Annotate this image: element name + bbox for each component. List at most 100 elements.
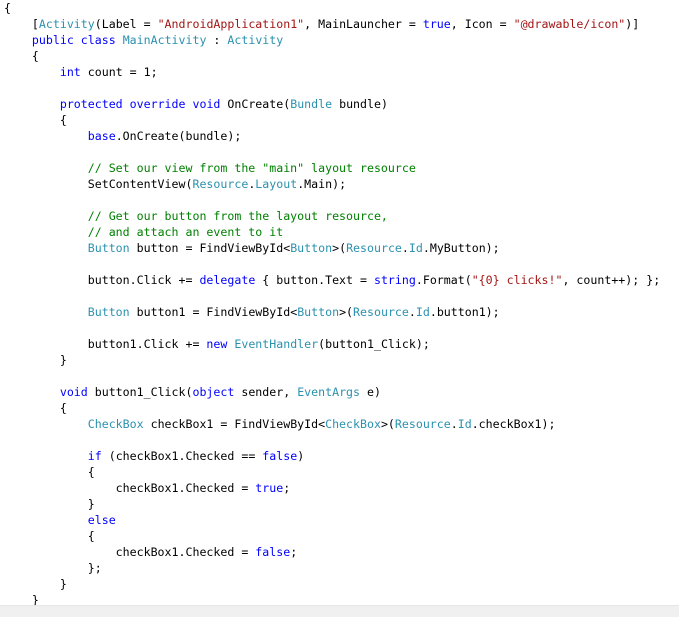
code-token-type: Layout <box>255 177 298 191</box>
code-token-type: CheckBox <box>87 417 144 431</box>
code-token-plain: }; <box>4 561 102 575</box>
code-token-plain: (button1_Click); <box>318 337 430 351</box>
code-line[interactable]: }; <box>4 560 660 576</box>
code-line[interactable]: { <box>4 112 660 128</box>
code-token-plain: . <box>408 305 416 319</box>
code-token-type: Resource <box>192 177 249 191</box>
code-line[interactable] <box>4 80 660 96</box>
code-token-plain: } <box>4 353 67 367</box>
code-token-plain: } <box>4 577 67 591</box>
code-token-kw: true <box>422 17 451 31</box>
code-token-kw: class <box>80 33 116 47</box>
code-line[interactable] <box>4 368 660 384</box>
code-token-plain <box>74 33 81 47</box>
code-token-plain <box>4 513 88 527</box>
code-line[interactable]: } <box>4 352 660 368</box>
code-token-plain: .Format( <box>415 273 472 287</box>
code-line[interactable] <box>4 432 660 448</box>
code-line[interactable]: checkBox1.Checked = false; <box>4 544 660 560</box>
code-token-kw: if <box>87 449 102 463</box>
code-token-type: EventHandler <box>234 337 319 351</box>
code-line[interactable]: // and attach an event to it <box>4 224 660 240</box>
code-line[interactable]: SetContentView(Resource.Layout.Main); <box>4 176 660 192</box>
code-token-plain: button1.Click += <box>4 337 207 351</box>
code-token-plain: button.Click += <box>4 273 200 287</box>
code-line[interactable] <box>4 192 660 208</box>
code-token-kw: override <box>129 97 186 111</box>
code-line[interactable] <box>4 144 660 160</box>
code-line[interactable]: // Get our button from the layout resour… <box>4 208 660 224</box>
code-token-type: Button <box>290 241 333 255</box>
code-token-plain: , MainLauncher = <box>304 17 423 31</box>
code-line[interactable]: { <box>4 528 660 544</box>
code-token-kw: false <box>262 449 298 463</box>
code-token-plain: .OnCreate(bundle); <box>115 129 242 143</box>
code-token-plain: } <box>4 593 39 607</box>
code-line[interactable]: void button1_Click(object sender, EventA… <box>4 384 660 400</box>
code-token-plain: button1 = FindViewById< <box>129 305 298 319</box>
code-token-plain: . <box>401 241 409 255</box>
code-line[interactable]: checkBox1.Checked = true; <box>4 480 660 496</box>
code-token-plain: ; <box>290 545 298 559</box>
code-token-type: Button <box>87 241 130 255</box>
code-line[interactable]: } <box>4 576 660 592</box>
code-token-kw: public <box>31 33 74 47</box>
code-line[interactable]: CheckBox checkBox1 = FindViewById<CheckB… <box>4 416 660 432</box>
code-line[interactable]: base.OnCreate(bundle); <box>4 128 660 144</box>
code-token-plain <box>4 33 32 47</box>
code-token-type: MainActivity <box>122 33 207 47</box>
code-line[interactable]: int count = 1; <box>4 64 660 80</box>
code-line[interactable]: { <box>4 48 660 64</box>
code-token-plain: button = FindViewById< <box>129 241 291 255</box>
code-line[interactable]: else <box>4 512 660 528</box>
editor-bottom-bar <box>0 605 679 617</box>
code-token-plain <box>123 97 130 111</box>
code-token-plain: .button1); <box>429 305 500 319</box>
code-token-plain: [ <box>4 17 39 31</box>
code-line[interactable] <box>4 288 660 304</box>
code-token-plain: button1_Click( <box>87 385 193 399</box>
code-token-str: "{0} clicks!" <box>471 273 563 287</box>
code-token-type: Button <box>297 305 340 319</box>
code-line[interactable]: { <box>4 0 660 16</box>
code-line[interactable]: Button button = FindViewById<Button>(Res… <box>4 240 660 256</box>
code-line[interactable]: [Activity(Label = "AndroidApplication1",… <box>4 16 660 32</box>
code-token-kw: void <box>192 97 221 111</box>
code-line[interactable]: Button button1 = FindViewById<Button>(Re… <box>4 304 660 320</box>
code-token-plain: . <box>248 177 256 191</box>
code-token-plain: count = 1; <box>80 65 158 79</box>
code-line[interactable] <box>4 256 660 272</box>
code-token-plain: >( <box>339 305 354 319</box>
code-line[interactable]: } <box>4 496 660 512</box>
code-line[interactable]: public class MainActivity : Activity <box>4 32 660 48</box>
code-token-type: Id <box>415 305 430 319</box>
code-token-plain <box>4 385 60 399</box>
code-token-plain <box>4 305 88 319</box>
code-token-kw: true <box>255 481 284 495</box>
code-token-str: "AndroidApplication1" <box>157 17 305 31</box>
code-token-kw: string <box>373 273 416 287</box>
code-token-kw: protected <box>59 97 123 111</box>
code-line[interactable]: if (checkBox1.Checked == false) <box>4 448 660 464</box>
code-token-plain: { <box>4 529 95 543</box>
code-line[interactable]: button1.Click += new EventHandler(button… <box>4 336 660 352</box>
code-token-type: Resource <box>346 241 402 255</box>
code-line[interactable]: } <box>4 592 660 608</box>
code-token-plain: . <box>450 417 458 431</box>
code-line[interactable] <box>4 320 660 336</box>
code-token-plain <box>4 97 60 111</box>
code-token-type: Bundle <box>290 97 333 111</box>
code-token-plain: { <box>4 113 67 127</box>
code-token-str: "@drawable/icon" <box>513 17 626 31</box>
code-line[interactable]: { <box>4 464 660 480</box>
code-token-plain: .Main); <box>297 177 347 191</box>
code-token-plain: OnCreate( <box>220 97 291 111</box>
code-line[interactable]: protected override void OnCreate(Bundle … <box>4 96 660 112</box>
code-line[interactable]: button.Click += delegate { button.Text =… <box>4 272 660 288</box>
code-token-plain: ) <box>297 449 305 463</box>
code-line[interactable]: // Set our view from the "main" layout r… <box>4 160 660 176</box>
code-token-plain: } <box>4 497 95 511</box>
code-line[interactable]: { <box>4 400 660 416</box>
code-token-kw: void <box>59 385 88 399</box>
